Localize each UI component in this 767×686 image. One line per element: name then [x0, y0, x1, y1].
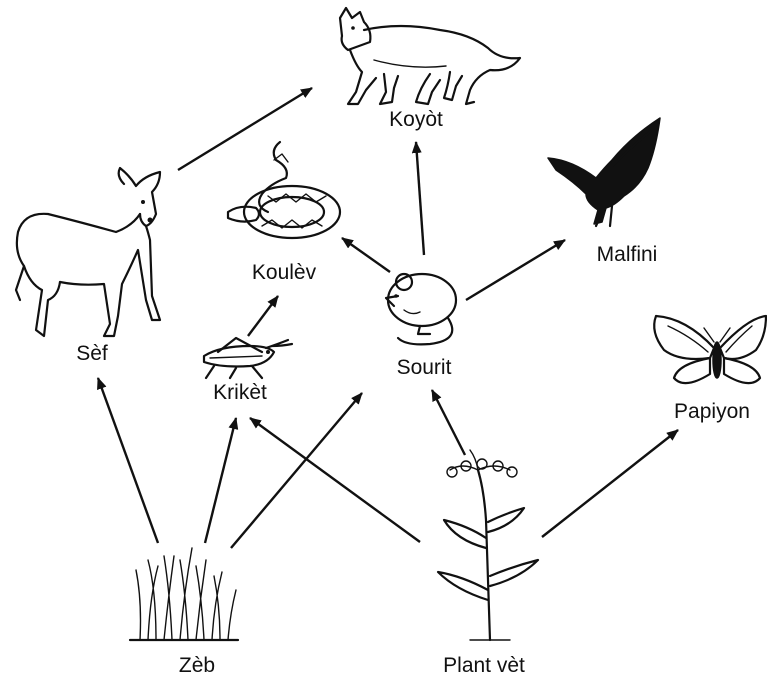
- arrow-sourit-to-koyot: [416, 142, 424, 255]
- label-koulev: Koulèv: [252, 261, 316, 285]
- label-zeb: Zèb: [179, 654, 215, 678]
- label-plant-vet: Plant vèt: [443, 654, 525, 678]
- arrow-zeb-to-kriket: [205, 418, 236, 543]
- arrow-sourit-to-malfini: [466, 240, 565, 300]
- butterfly-illustration: [654, 316, 766, 383]
- plant-illustration: [438, 450, 538, 640]
- eagle-illustration: [548, 118, 660, 226]
- deer-illustration: [16, 168, 160, 336]
- label-koyot: Koyòt: [389, 108, 443, 132]
- mouse-illustration: [386, 274, 456, 344]
- label-papiyon: Papiyon: [674, 400, 750, 424]
- arrows: [98, 88, 678, 548]
- label-sourit: Sourit: [397, 356, 452, 380]
- arrow-plantvet-to-kriket: [250, 418, 420, 542]
- arrow-zeb-to-sef: [98, 378, 158, 543]
- arrow-plantvet-to-sourit: [432, 390, 465, 455]
- arrow-plantvet-to-papiyon: [542, 430, 678, 537]
- arrow-kriket-to-koulev: [248, 296, 278, 336]
- arrow-sef-to-koyot: [178, 88, 312, 170]
- coyote-illustration: [340, 8, 520, 104]
- label-malfini: Malfini: [597, 243, 658, 267]
- arrow-sourit-to-koulev: [342, 238, 390, 272]
- snake-illustration: [228, 142, 340, 238]
- grasshopper-illustration: [204, 338, 292, 378]
- label-kriket: Krikèt: [213, 381, 267, 405]
- arrow-zeb-to-sourit: [231, 393, 362, 548]
- label-sef: Sèf: [76, 342, 108, 366]
- grass-illustration: [130, 548, 238, 640]
